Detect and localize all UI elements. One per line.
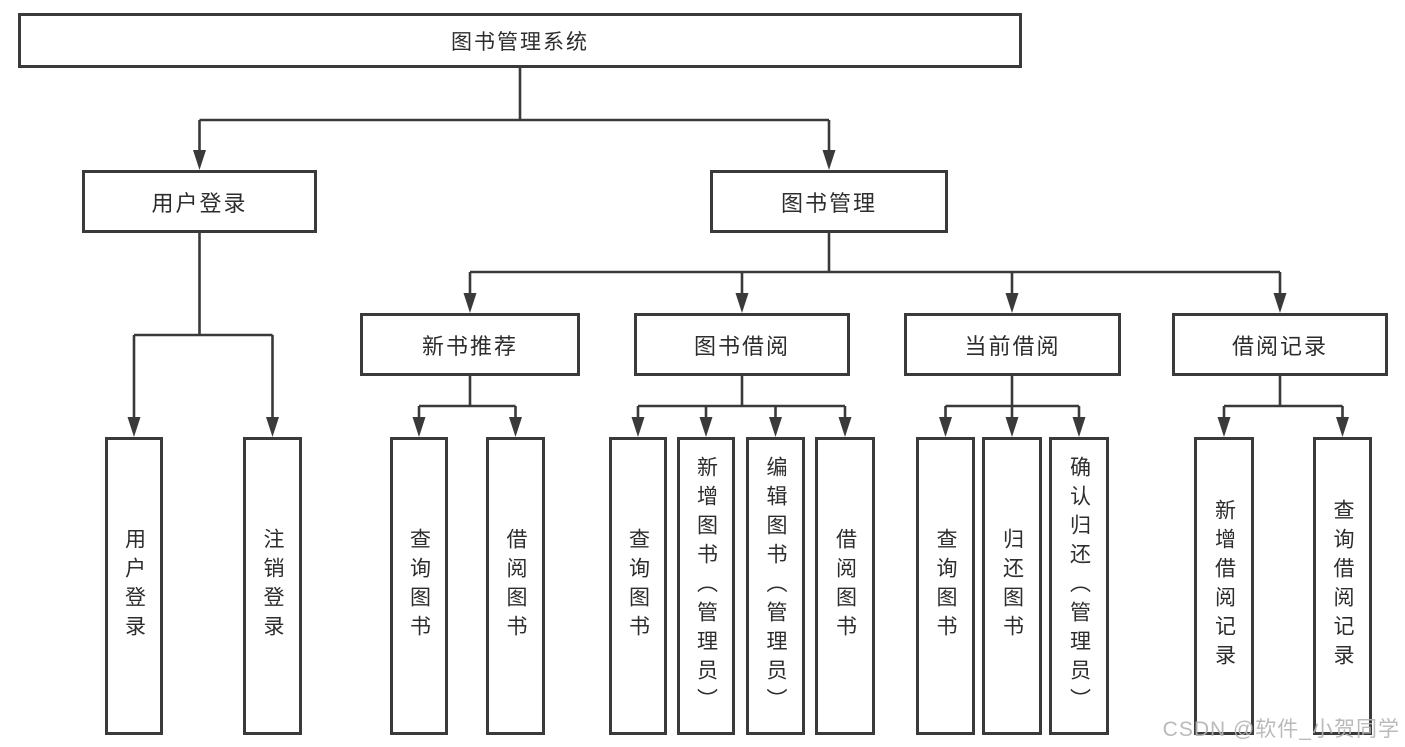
- leaf-add-borrow-record: 新增借阅记录: [1194, 437, 1254, 735]
- leaf-query-books-current: 查询图书: [916, 437, 975, 735]
- leaf-add-books-admin: 新增图书（管理员）: [677, 437, 735, 735]
- leaf-borrow-books-borrow: 借阅图书: [815, 437, 875, 735]
- leaf-user-login: 用户登录: [105, 437, 163, 735]
- watermark: CSDN @软件_小贺同学: [1162, 718, 1400, 741]
- leaf-edit-books-admin: 编辑图书（管理员）: [746, 437, 805, 735]
- node-new-book-recommend: 新书推荐: [360, 313, 580, 376]
- leaf-confirm-return-admin: 确认归还（管理员）: [1049, 437, 1109, 735]
- node-book-borrow: 图书借阅: [634, 313, 850, 376]
- leaf-query-books-borrow: 查询图书: [609, 437, 667, 735]
- node-root: 图书管理系统: [18, 13, 1022, 68]
- leaf-query-borrow-record: 查询借阅记录: [1313, 437, 1372, 735]
- node-book-management: 图书管理: [710, 170, 948, 233]
- node-borrow-records: 借阅记录: [1172, 313, 1388, 376]
- leaf-return-books: 归还图书: [982, 437, 1042, 735]
- leaf-query-books-recommend: 查询图书: [390, 437, 448, 735]
- leaf-logout: 注销登录: [243, 437, 302, 735]
- leaf-borrow-books-recommend: 借阅图书: [486, 437, 545, 735]
- node-current-borrow: 当前借阅: [904, 313, 1121, 376]
- node-user-login: 用户登录: [82, 170, 317, 233]
